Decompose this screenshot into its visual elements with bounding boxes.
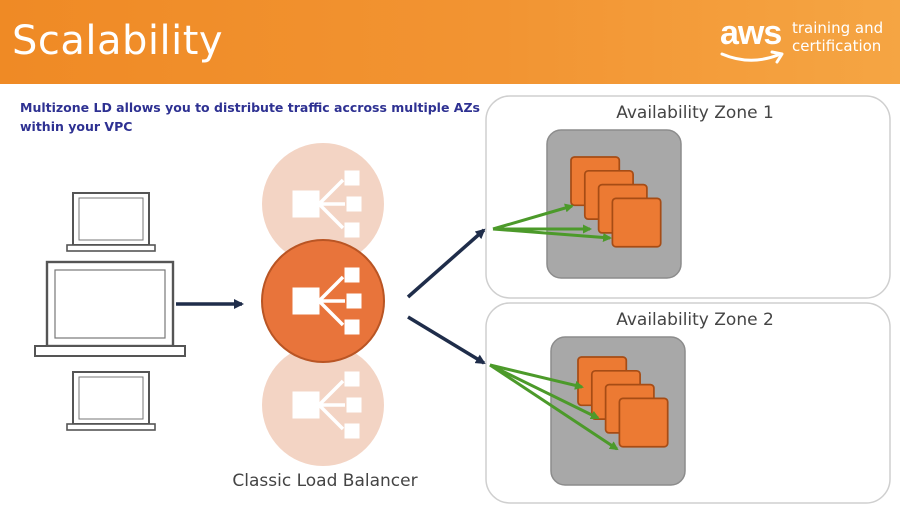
server-group-zone-1	[546, 129, 682, 279]
load-balancer-faded-bottom	[262, 344, 384, 466]
load-balancer-label: Classic Load Balancer	[232, 471, 417, 491]
architecture-diagram: Availability Zone 1 Availability Zone 2	[34, 95, 891, 504]
aws-brand-logo: aws training and certification	[718, 12, 893, 72]
lb-to-zone-2-arrow	[407, 315, 486, 365]
availability-zone-1-label: Availability Zone 1	[616, 103, 774, 123]
brand-tagline: training and certification	[792, 19, 883, 55]
aws-smile-icon	[720, 50, 784, 64]
load-balancer-faded-top	[262, 143, 384, 265]
laptop-icon	[66, 371, 156, 431]
traffic-arrows-zone-2	[489, 363, 619, 451]
aws-logo-text: aws	[720, 14, 782, 52]
server-group-zone-2	[550, 336, 686, 486]
brand-tagline-line2: certification	[792, 37, 882, 55]
laptop-icon	[34, 260, 186, 357]
availability-zone-2-label: Availability Zone 2	[616, 310, 774, 330]
load-balancer-icon	[261, 239, 385, 363]
slide-subtitle: Multizone LD allows you to distribute tr…	[20, 100, 480, 134]
traffic-arrows-zone-1	[492, 203, 612, 242]
brand-tagline-line1: training and	[792, 19, 884, 37]
lb-to-zone-1-arrow	[406, 228, 486, 299]
slide-title: Scalability	[12, 18, 224, 64]
laptop-icon	[66, 192, 156, 252]
slide-header: Scalability aws training and certificati…	[0, 0, 900, 84]
